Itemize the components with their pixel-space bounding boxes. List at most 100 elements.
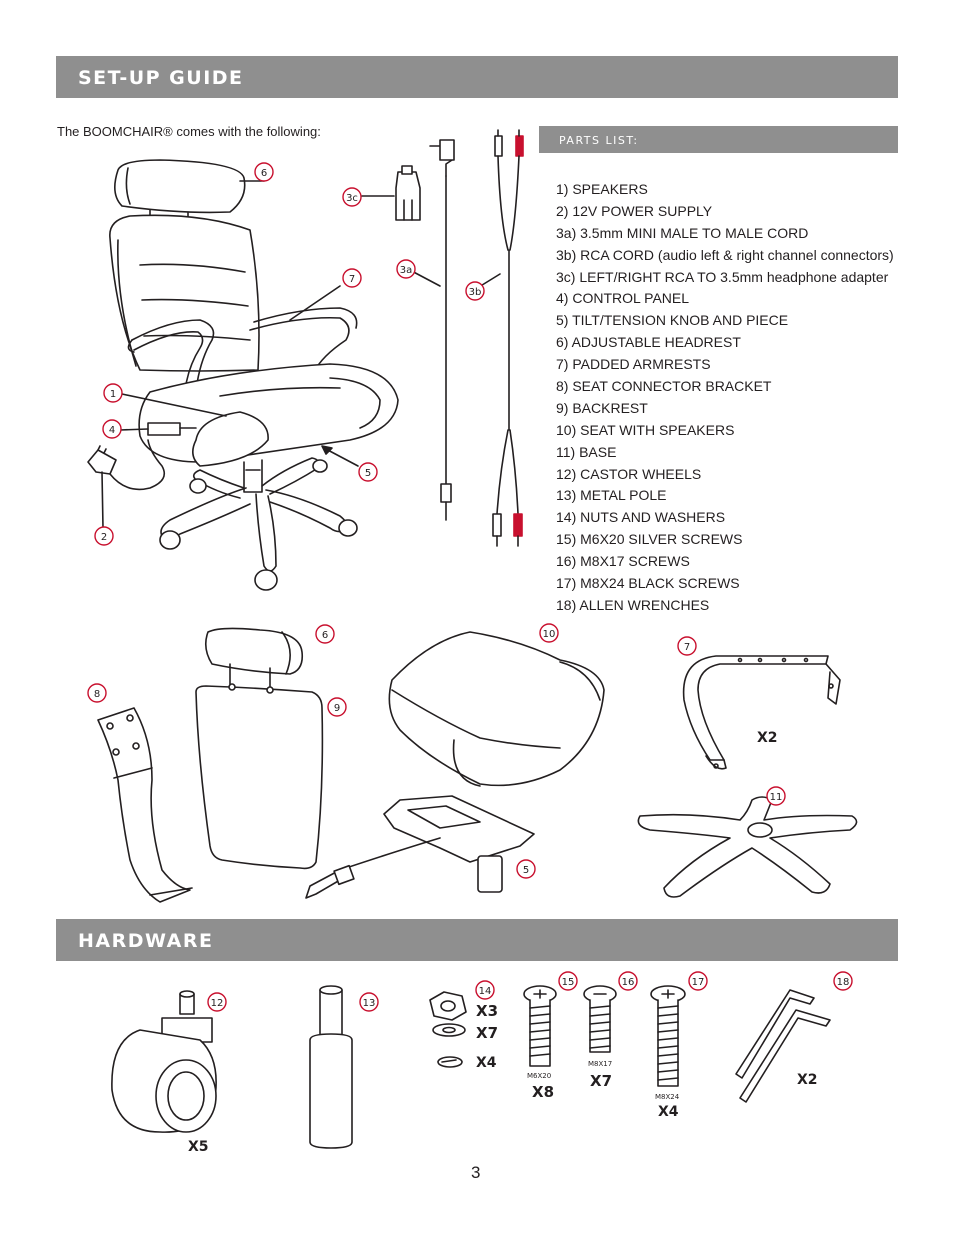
qty-m8x24: X4 [658, 1104, 679, 1120]
callout-label-7b: 7 [684, 642, 690, 653]
callout-badge-2 [94, 526, 114, 546]
parts-list-item: 9) BACKREST [556, 399, 648, 416]
callout-badge-12 [207, 992, 227, 1012]
parts-list: 1) SPEAKERS 2) 12V POWER SUPPLY 3a) 3.5m… [556, 179, 916, 617]
callout-badge-6 [254, 162, 274, 182]
parts-list-item: 7) PADDED ARMRESTS [556, 356, 711, 373]
backrest-illustration [195, 683, 324, 870]
parts-list-item: 4) CONTROL PANEL [556, 290, 690, 307]
parts-list-item: 13) METAL POLE [556, 487, 667, 504]
audio-cords-illustration [361, 129, 524, 547]
parts-list-item: 18) ALLEN WRENCHES [556, 596, 710, 613]
callout-badge-15 [558, 971, 578, 991]
callout-label-3a: 3a [400, 265, 413, 276]
callout-label-4: 4 [109, 425, 115, 436]
hardware-banner: HARDWARE [56, 919, 898, 961]
parts-list-item: 3a) 3.5mm MINI MALE TO MALE CORD [556, 224, 809, 241]
screw-size-labels: M6X20 M8X17 M8X24 [527, 1060, 680, 1101]
parts-list-item: 12) CASTOR WHEELS [556, 465, 702, 482]
callout-badge-3c [342, 187, 362, 207]
callout-badge-18 [833, 971, 853, 991]
callout-label-6: 6 [261, 168, 267, 179]
callout-label-5b: 5 [523, 865, 529, 876]
intro-text: The BOOMCHAIR® comes with the following: [57, 124, 321, 139]
callout-label-16: 16 [622, 977, 635, 988]
screws-illustration [523, 985, 686, 1087]
callout-badge-7b [677, 636, 697, 656]
hardware-title: HARDWARE [78, 930, 214, 952]
callout-badge-14 [475, 980, 495, 1000]
callout-label-1: 1 [110, 389, 116, 400]
callout-label-17: 17 [692, 977, 705, 988]
assembled-chair-illustration [87, 159, 399, 591]
qty-armrest: X2 [757, 730, 778, 746]
callout-label-8: 8 [94, 689, 100, 700]
parts-list-item: 1) SPEAKERS [556, 181, 648, 197]
callout-badge-17 [688, 971, 708, 991]
callout-badge-10 [539, 623, 559, 643]
tilt-tension-mechanism-illustration [305, 795, 535, 899]
parts-list-item: 15) M6X20 SILVER SCREWS [556, 531, 743, 548]
qty-wrench: X2 [797, 1072, 818, 1088]
callout-badge-9 [327, 697, 347, 717]
callout-label-9: 9 [334, 703, 340, 714]
qty-washer-spring: X4 [476, 1055, 497, 1071]
callout-label-13: 13 [363, 998, 376, 1009]
seat-with-speakers-illustration [388, 631, 605, 787]
qty-m6x20: X8 [532, 1083, 554, 1101]
seat-connector-bracket-illustration [97, 707, 193, 903]
callout-label-7: 7 [349, 274, 355, 285]
callout-label-12: 12 [211, 998, 224, 1009]
parts-list-item: 8) SEAT CONNECTOR BRACKET [556, 378, 772, 395]
callout-badge-13 [359, 992, 379, 1012]
callout-label-2: 2 [101, 532, 107, 543]
qty-nut: X3 [476, 1002, 498, 1020]
parts-list-item: 6) ADJUSTABLE HEADREST [556, 334, 741, 351]
callout-label-10: 10 [543, 629, 556, 640]
callout-label-14: 14 [479, 986, 492, 997]
callout-badges [87, 162, 853, 1012]
callout-badge-4 [102, 419, 122, 439]
metal-pole-illustration [309, 985, 353, 1149]
label-m8x24: M8X24 [655, 1093, 680, 1101]
castor-wheel-illustration [111, 990, 217, 1133]
setup-guide-title: SET-UP GUIDE [78, 67, 244, 89]
label-m6x20: M6X20 [527, 1072, 551, 1080]
armrest-illustration [682, 655, 841, 770]
callout-label-15: 15 [562, 977, 575, 988]
callout-label-11: 11 [770, 792, 783, 803]
headrest-illustration [204, 627, 304, 689]
parts-list-item: 10) SEAT WITH SPEAKERS [556, 421, 735, 438]
qty-castor: X5 [188, 1139, 209, 1155]
callout-badge-5 [358, 462, 378, 482]
callout-label-3b: 3b [469, 287, 482, 298]
parts-list-item: 11) BASE [556, 443, 617, 460]
callout-labels: 1 2 3a 3b 3c 4 5 6 7 6 9 8 10 7 11 5 12 … [94, 168, 850, 1009]
parts-list-item: 2) 12V POWER SUPPLY [556, 202, 713, 219]
qty-washer-flat: X7 [476, 1024, 498, 1042]
label-m8x17: M8X17 [588, 1060, 612, 1068]
callout-badge-3b [465, 281, 485, 301]
quantity-labels: X2 X5 X3 X7 X4 X8 X7 X4 X2 [188, 730, 818, 1155]
base-illustration [637, 796, 858, 898]
parts-list-item: 16) M8X17 SCREWS [556, 553, 690, 570]
page-number: 3 [471, 1163, 481, 1182]
allen-wrenches-illustration [735, 989, 831, 1103]
callout-label-6b: 6 [322, 630, 328, 641]
callout-badge-3a [396, 259, 416, 279]
callout-label-5: 5 [365, 468, 371, 479]
callout-badge-16 [618, 971, 638, 991]
callout-badge-5b [516, 859, 536, 879]
parts-list-header: PARTS LIST: [539, 126, 898, 153]
callout-badge-1 [103, 383, 123, 403]
callout-badge-7 [342, 268, 362, 288]
parts-list-item: 3b) RCA CORD (audio left & right channel… [556, 246, 894, 263]
callout-label-18: 18 [837, 977, 850, 988]
qty-m8x17: X7 [590, 1072, 612, 1090]
callout-label-3c: 3c [346, 193, 358, 204]
setup-guide-banner: SET-UP GUIDE [56, 56, 898, 98]
parts-list-item: 17) M8X24 BLACK SCREWS [556, 575, 740, 592]
parts-list-item: 3c) LEFT/RIGHT RCA TO 3.5mm headphone ad… [556, 268, 889, 285]
parts-list-item: 14) NUTS AND WASHERS [556, 509, 726, 526]
